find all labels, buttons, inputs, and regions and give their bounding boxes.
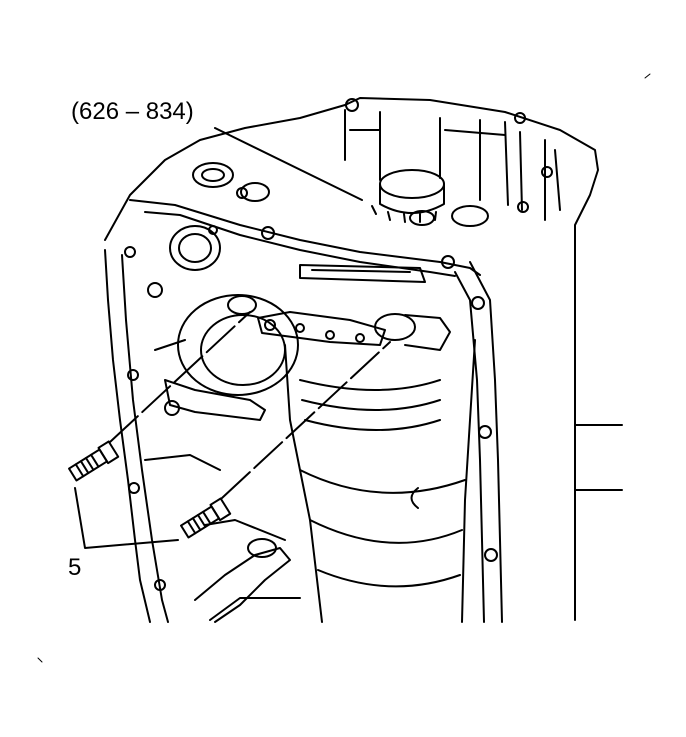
lower-linkage (194, 547, 291, 623)
pan-rail-right (469, 261, 503, 623)
c-clip (410, 487, 419, 509)
pan-rail-top-inner (144, 211, 456, 277)
bore-boss-inner (178, 233, 212, 263)
stud-right (180, 497, 232, 539)
shaft-spline (371, 205, 437, 223)
inner-hole (345, 98, 359, 112)
callout-stud-label: 5 (68, 554, 82, 581)
inner-hole (514, 112, 526, 124)
top-boss (451, 205, 489, 227)
inner-wall-ribs (349, 119, 523, 211)
bore-small (227, 295, 257, 315)
flange-hole (124, 246, 136, 258)
flange-hole (147, 282, 163, 298)
case-left-flange-inner (121, 254, 169, 623)
pan-rail-right-inner (454, 271, 485, 623)
flange-hole (471, 296, 485, 310)
stud-boss-sleeve (404, 314, 451, 351)
flange-hole (478, 425, 492, 439)
gasket-hole (264, 319, 276, 331)
inner-hole (208, 225, 218, 235)
top-boss (192, 162, 234, 188)
gasket-plate (257, 311, 386, 346)
callout-range-label: (626 – 834) (71, 98, 194, 125)
top-boss (409, 210, 435, 226)
channel-plate (299, 264, 426, 283)
bracket-hole (164, 400, 180, 416)
gasket-hole (295, 323, 305, 333)
install-line-left (109, 311, 251, 443)
leader-range (214, 127, 363, 201)
flange-hole (261, 226, 275, 240)
flange-hole (128, 482, 140, 494)
case-outer-outline (104, 97, 599, 621)
lower-bracket (164, 379, 266, 421)
bracket-web (144, 339, 221, 471)
channel-slot (311, 269, 411, 273)
corner-mark (37, 73, 651, 663)
accumulator-bore-outer (177, 294, 299, 396)
stud-left (68, 440, 120, 482)
cylinder-edge (299, 469, 466, 588)
inner-hole (517, 201, 529, 213)
accumulator-bore-inner (200, 314, 286, 386)
case-right-side (574, 424, 623, 491)
inner-wall-back (344, 109, 561, 221)
inner-hole (541, 166, 553, 178)
flange-hole (154, 579, 166, 591)
flange-hole (484, 548, 498, 562)
shaft-hub-side (379, 183, 445, 214)
inner-hole (236, 187, 248, 199)
bore-boss-outer (169, 225, 221, 271)
install-line-right (221, 341, 391, 499)
stud-boss-right (374, 313, 416, 341)
flange-hole (127, 369, 139, 381)
gasket-hole (325, 330, 335, 340)
pan-rail-front (129, 199, 481, 276)
flange-hole (441, 255, 455, 269)
linkage-base (204, 519, 301, 621)
cylinder-ribs (299, 379, 441, 431)
top-boss (240, 182, 270, 202)
linkage-pivot (247, 538, 277, 558)
case-left-flange (104, 249, 151, 623)
top-boss-inner (201, 168, 225, 182)
shaft-hub-top (379, 169, 445, 199)
leader-five (74, 487, 179, 549)
gasket-hole (355, 333, 365, 343)
